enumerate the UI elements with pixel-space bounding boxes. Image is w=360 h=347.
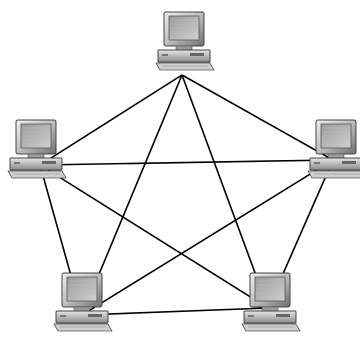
computer-icon-right — [308, 120, 360, 178]
link-top-right — [182, 75, 333, 160]
nodes-layer — [8, 12, 360, 331]
link-left-right — [40, 160, 333, 165]
link-right-bottom-left — [82, 160, 333, 315]
link-bottom-left-bottom-right — [82, 308, 268, 315]
computer-icon-top — [156, 12, 214, 70]
link-top-left — [40, 75, 182, 165]
computer-icon-bottom-right — [242, 273, 300, 331]
computer-icon-left — [8, 120, 66, 178]
